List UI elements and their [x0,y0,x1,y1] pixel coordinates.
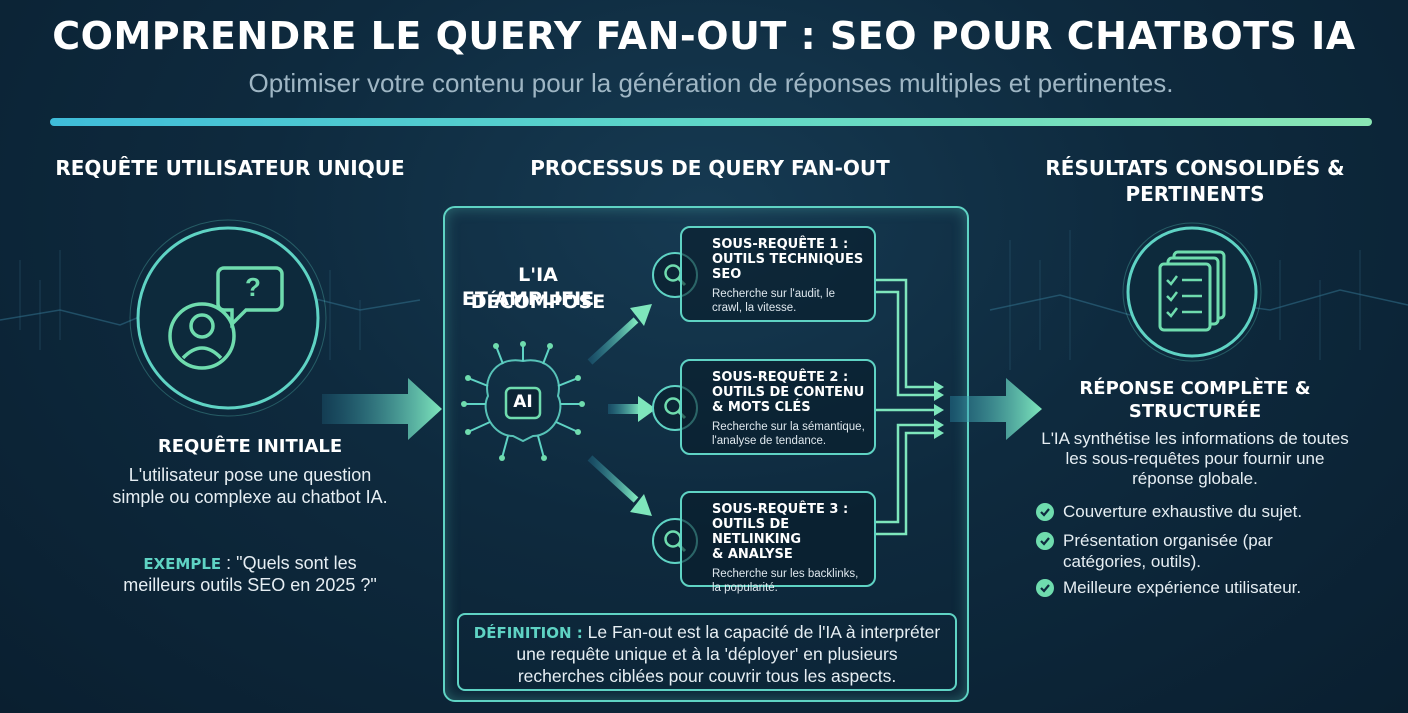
ai-decompose-line-1: L'IA DÉCOMPOSE [470,264,606,313]
initial-query-heading: REQUÊTE INITIALE [157,436,343,457]
synthesis-text-line-3: réponse globale. [1132,469,1258,488]
subquery-3-desc-1: Recherche sur les backlinks, [712,568,859,580]
definition-box [457,613,957,691]
ai-decompose-line-2: ET AMPLIFIE [461,288,595,310]
question-mark-glyph: ? [245,272,261,302]
subquery-card-3: SOUS-REQUÊTE 3 : OUTILS DE NETLINKING & … [680,491,876,594]
right-column-heading-line-2: PERTINENTS [1125,182,1265,206]
checklist-item: Couverture exhaustive du sujet. [1036,501,1302,522]
fan-out-process-frame [443,206,969,702]
subquery-1-desc-2: crawl, la vitesse. [712,302,797,314]
page-subtitle: Optimiser votre contenu pour la générati… [248,68,1174,98]
complete-response-heading-1: RÉPONSE COMPLÈTE & [1079,378,1311,399]
subquery-3-title-3: & ANALYSE [712,547,793,562]
page-title: COMPRENDRE LE QUERY FAN-OUT : SEO POUR C… [52,14,1356,58]
subquery-3-title-1: SOUS-REQUÊTE 3 : [712,502,849,517]
example-line-1: EXEMPLE : "Quels sont les [50,552,450,575]
synthesis-text-line-1: L'IA synthétise les informations de tout… [1041,429,1349,448]
subquery-1-title-2: OUTILS TECHNIQUES [712,252,864,267]
right-column-heading-line-1: RÉSULTATS CONSOLIDÉS & [1045,156,1345,180]
left-to-center-arrow [322,378,442,440]
user-question-icon [129,219,327,417]
complete-response-heading-2: STRUCTURÉE [1128,401,1262,422]
definition-label: DÉFINITION : [473,624,583,642]
header-divider [50,118,1372,126]
convergence-lines [876,278,944,536]
subquery-3-desc-2: la popularité. [712,582,778,594]
subquery-card-1: SOUS-REQUÊTE 1 : OUTILS TECHNIQUES SEO R… [680,226,876,322]
initial-query-text-line-1: L'utilisateur pose une question [128,465,372,485]
example-label: EXEMPLE [143,555,222,573]
subquery-2-title-1: SOUS-REQUÊTE 2 : [712,370,849,385]
center-column-heading: PROCESSUS DE QUERY FAN-OUT [530,156,890,180]
checklist-item-2-line-2: catégories, outils). [1063,552,1201,571]
checklist-item: Présentation organisée (par catégories, … [1036,530,1273,572]
checklist-item-3-line-1: Meilleure expérience utilisateur. [1063,578,1302,597]
checklist-item-1-line-1: Couverture exhaustive du sujet. [1063,502,1303,521]
left-column-heading: REQUÊTE UTILISATEUR UNIQUE [55,156,405,180]
check-icon [1036,579,1054,597]
example-text-1: : "Quels sont les [221,553,357,573]
checklist-item: Meilleure expérience utilisateur. [1036,577,1301,598]
subquery-1-title-3: SEO [712,267,742,282]
document-stack-icon [1122,222,1262,362]
initial-query-text-line-2: simple ou complexe au chatbot IA. [112,487,388,507]
ai-chip-label: AI [513,392,533,412]
subquery-3-title-2: OUTILS DE NETLINKING [712,517,802,547]
subquery-1-title-1: SOUS-REQUÊTE 1 : [712,237,849,252]
subquery-1-desc-1: Recherche sur l'audit, le [712,288,836,300]
checklist-item-2-line-1: Présentation organisée (par [1063,531,1273,550]
center-to-right-arrow [950,378,1042,440]
check-icon [1036,503,1054,521]
subquery-card-2: SOUS-REQUÊTE 2 : OUTILS DE CONTENU & MOT… [680,359,876,455]
fan-out-arrows [587,304,656,516]
synthesis-text-line-2: les sous-requêtes pour fournir une [1065,449,1325,468]
subquery-2-title-3: & MOTS CLÉS [712,400,811,415]
definition-line-1: DÉFINITION : Le Fan-out est la capacité … [462,622,952,644]
subquery-2-desc-1: Recherche sur la sémantique, [712,421,865,433]
ai-brain-chip-icon [461,341,585,461]
check-icon [1036,532,1054,550]
definition-line-2: une requête unique et à la 'déployer' en… [516,644,898,664]
subquery-2-desc-2: l'analyse de tendance. [712,435,827,447]
subquery-2-title-2: OUTILS DE CONTENU [712,385,865,400]
definition-text-1: Le Fan-out est la capacité de l'IA à int… [582,622,941,642]
example-line-2: meilleurs outils SEO en 2025 ?" [123,575,377,595]
definition-line-3: recherches ciblées pour couvrir tous les… [517,666,897,686]
